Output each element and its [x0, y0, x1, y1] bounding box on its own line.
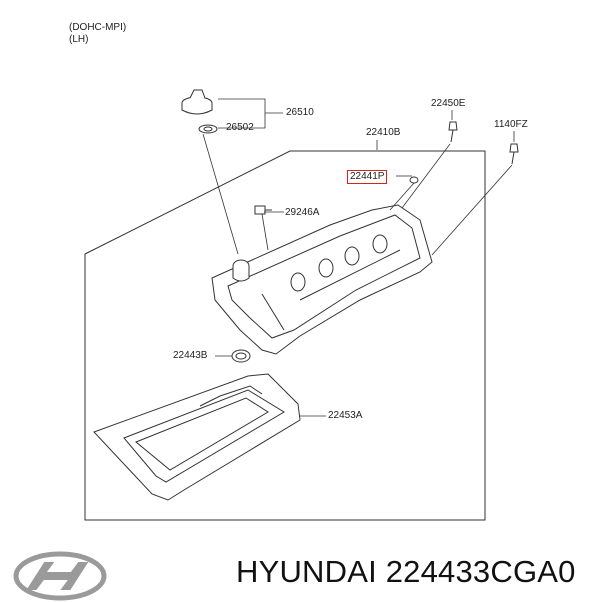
part-label-22441p: 22441P	[347, 170, 388, 184]
hyundai-logo-icon	[13, 551, 107, 601]
sensor-29246a	[254, 205, 272, 215]
part-label-29246a: 29246A	[285, 207, 320, 218]
bolt-22450e	[448, 121, 458, 143]
leader-lines	[202, 98, 515, 417]
bolt-1140fz	[509, 143, 519, 165]
diagram-header: (DOHC-MPI) (LH)	[69, 22, 126, 46]
valve-cover	[211, 204, 433, 355]
brand-caption: HYUNDAI 224433CGA0	[236, 554, 576, 589]
valve-cover-gasket	[93, 373, 301, 501]
assembly-outline	[84, 150, 486, 521]
part-label-26502: 26502	[226, 122, 254, 133]
header-side: (LH)	[69, 34, 89, 45]
oil-seal-22443b	[231, 349, 251, 363]
filler-cap-gasket	[198, 124, 218, 134]
part-label-26510: 26510	[286, 107, 314, 118]
part-label-22410b: 22410B	[366, 127, 401, 138]
part-label-1140fz: 1140FZ	[494, 119, 528, 130]
part-label-22450e: 22450E	[431, 98, 466, 109]
washer-22441p	[409, 176, 419, 184]
part-label-22453a: 22453A	[328, 410, 363, 421]
oil-filler-cap	[181, 89, 213, 115]
part-label-22443b: 22443B	[173, 350, 208, 361]
header-engine-type: (DOHC-MPI)	[69, 22, 127, 33]
